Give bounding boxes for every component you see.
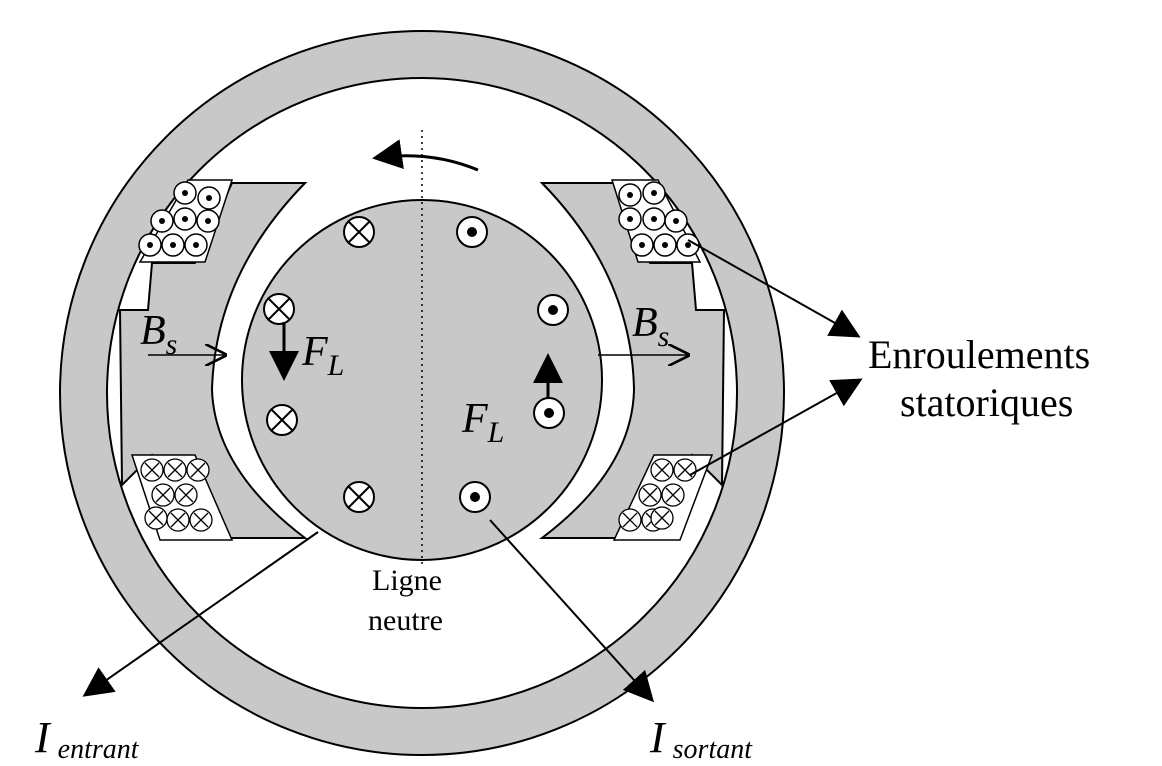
stator-winding-bottom-left [130, 454, 234, 541]
rotor [241, 199, 603, 561]
conductor-dot-icon [459, 481, 491, 513]
right-pole [539, 182, 726, 539]
neutral-label-line2: neutre [368, 604, 443, 637]
conductor-dot-icon [456, 216, 488, 248]
stator-winding-top-right [610, 179, 702, 263]
current-in-leader-icon [82, 531, 319, 697]
conductor-dot-icon [537, 294, 569, 326]
conductor-cross-icon [343, 216, 375, 248]
conductor-cross-icon [263, 293, 295, 325]
rotor-conductors-out [456, 216, 569, 513]
stator-winding-top-left [138, 179, 234, 263]
windings-leader-top-icon [687, 239, 861, 338]
conductor-cross-icon [343, 481, 375, 513]
conductor-dot-icon [138, 181, 221, 257]
conductor-cross-icon [140, 458, 213, 532]
field-label-right: Bs [632, 300, 669, 353]
windings-leader-bottom-icon [689, 378, 863, 476]
windings-label-line2: statoriques [900, 380, 1073, 425]
rotor-conductors-in [263, 216, 375, 513]
windings-label-line1: Enroulements [868, 332, 1090, 377]
current-out-leader-icon [489, 519, 655, 703]
neutral-label-line1: Ligne [372, 564, 442, 597]
rotation-arrow-icon [372, 139, 479, 172]
stator-winding-bottom-right [612, 454, 714, 541]
force-label-right: FL [461, 396, 504, 449]
conductor-dot-icon [618, 181, 700, 257]
field-label-left: Bs [140, 308, 177, 361]
conductor-dot-icon [533, 397, 565, 429]
force-label-left: FL [301, 329, 344, 382]
conductor-cross-icon [266, 404, 298, 436]
